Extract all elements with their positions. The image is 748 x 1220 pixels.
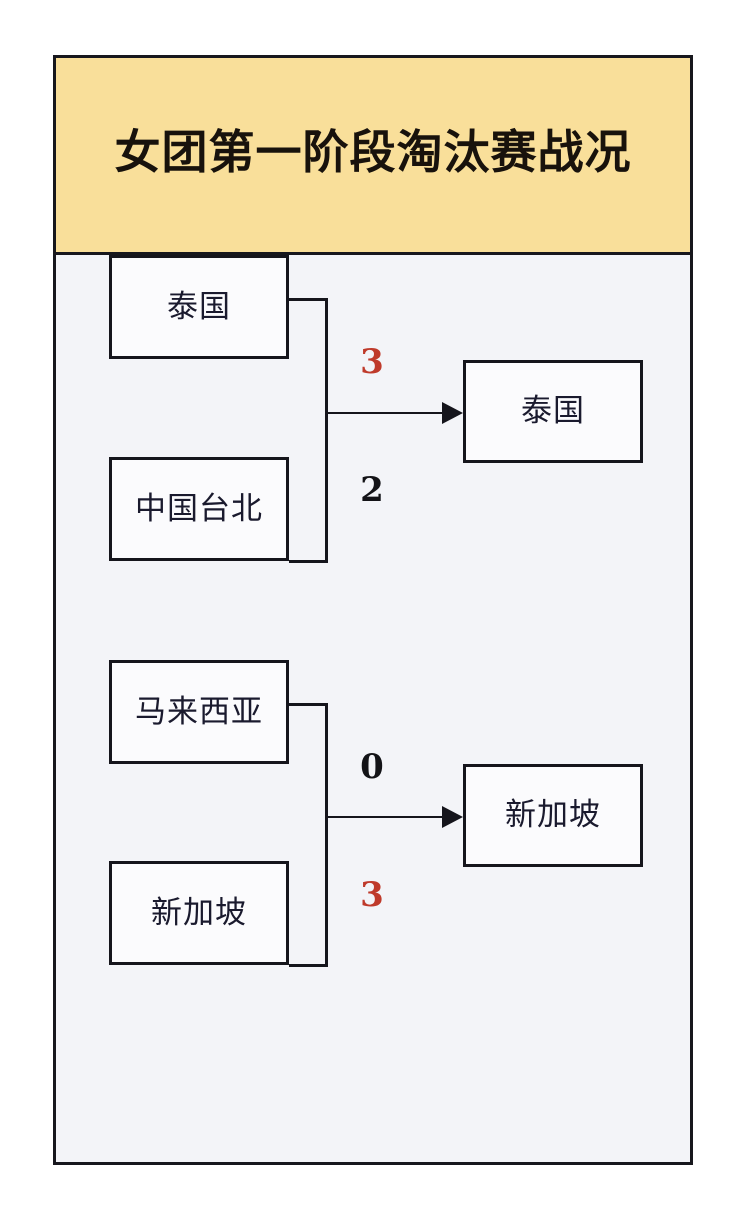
advance-arrow-stem-2 bbox=[325, 816, 445, 818]
connector-line-upper-2 bbox=[289, 703, 328, 706]
advance-arrow-stem-1 bbox=[325, 412, 445, 414]
bracket-area: 泰国 中国台北 3 2 泰国 马来西亚 新加坡 bbox=[56, 255, 690, 1162]
bracket-match-2: 马来西亚 新加坡 0 3 新加坡 bbox=[56, 660, 690, 1080]
connector-line-vertical-2 bbox=[325, 703, 328, 967]
winner-box-2[interactable]: 新加坡 bbox=[463, 764, 643, 867]
score-upper-1: 3 bbox=[360, 342, 384, 382]
team-name-label: 新加坡 bbox=[151, 894, 247, 931]
winner-name-label: 泰国 bbox=[521, 393, 585, 429]
advance-arrow-icon-2 bbox=[442, 806, 463, 828]
score-upper-2: 0 bbox=[360, 747, 384, 787]
winner-name-label: 新加坡 bbox=[505, 797, 601, 833]
connector-line-upper-1 bbox=[289, 298, 328, 301]
team-name-label: 泰国 bbox=[167, 288, 231, 325]
team-name-label: 马来西亚 bbox=[135, 693, 263, 730]
connector-line-vertical-1 bbox=[325, 298, 328, 563]
team-box-lower-1[interactable]: 中国台北 bbox=[109, 457, 289, 561]
connector-line-lower-2 bbox=[289, 964, 328, 967]
team-box-upper-2[interactable]: 马来西亚 bbox=[109, 660, 289, 764]
bracket-card: 女团第一阶段淘汰赛战况 泰国 中国台北 3 2 泰国 马来西亚 bbox=[53, 55, 693, 1165]
score-lower-1: 2 bbox=[360, 470, 384, 510]
score-lower-2: 3 bbox=[360, 875, 384, 915]
bracket-match-1: 泰国 中国台北 3 2 泰国 bbox=[56, 255, 690, 675]
advance-arrow-icon-1 bbox=[442, 402, 463, 424]
team-box-upper-1[interactable]: 泰国 bbox=[109, 255, 289, 359]
page-title: 女团第一阶段淘汰赛战况 bbox=[114, 125, 632, 179]
title-band: 女团第一阶段淘汰赛战况 bbox=[56, 58, 690, 255]
winner-box-1[interactable]: 泰国 bbox=[463, 360, 643, 463]
connector-line-lower-1 bbox=[289, 560, 328, 563]
team-box-lower-2[interactable]: 新加坡 bbox=[109, 861, 289, 965]
team-name-label: 中国台北 bbox=[135, 490, 263, 527]
